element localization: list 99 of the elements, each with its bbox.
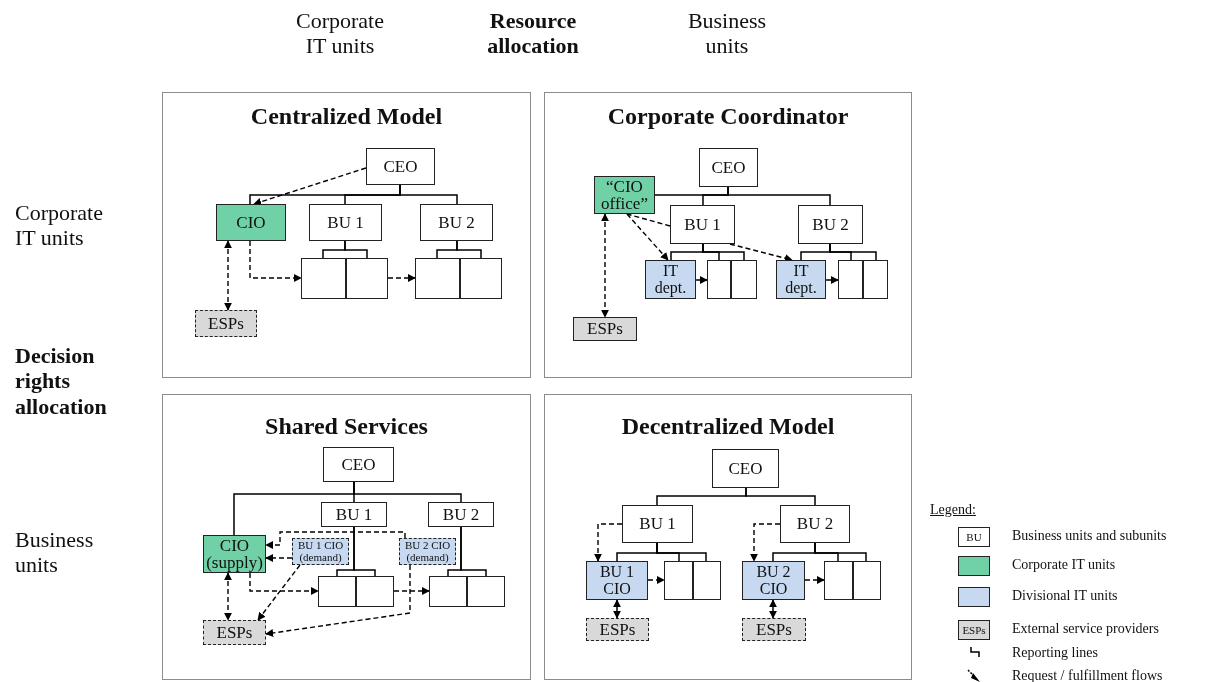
reporting-line — [399, 184, 458, 205]
business-unit-box: BU 2 — [428, 502, 494, 527]
axis-label: Corporate IT units — [15, 200, 104, 251]
axis-label: Business units — [15, 527, 95, 578]
subunit-box — [429, 576, 467, 607]
reporting-line — [814, 542, 867, 562]
divisional-it-box: BU 1 CIO — [586, 561, 648, 600]
flow-arrow — [393, 587, 430, 595]
business-unit-box: BU 1 — [309, 204, 382, 241]
legend-text: Corporate IT units — [1012, 557, 1116, 573]
subunit-box — [346, 258, 388, 299]
model-panel — [544, 394, 912, 680]
service-provider-box: ESPs — [573, 317, 637, 341]
service-provider-box: ESPs — [742, 618, 806, 641]
axis-label: Decision rights allocation — [15, 343, 108, 419]
flow-arrow — [249, 572, 319, 595]
business-unit-box: CEO — [366, 148, 435, 185]
flow-arrow — [804, 576, 825, 584]
flow-arrow — [613, 599, 621, 619]
business-unit-box: BU 2 — [420, 204, 493, 241]
subunit-box — [853, 561, 881, 600]
subunit-box — [460, 258, 502, 299]
legend-swatch: BU — [958, 527, 990, 547]
divisional-it-box: BU 1 CIO (demand) — [292, 538, 349, 565]
flow-arrow — [825, 276, 839, 284]
flow-arrow — [647, 576, 665, 584]
legend-swatch: ESPs — [958, 620, 990, 640]
subunit-box — [318, 576, 356, 607]
model-panel — [162, 92, 531, 378]
flow-arrow — [594, 523, 623, 562]
reporting-line — [456, 240, 482, 259]
axis-label: Business units — [686, 8, 768, 59]
divisional-it-box: IT dept. — [645, 260, 696, 299]
flow-arrow — [257, 564, 301, 621]
flow-arrow — [695, 276, 708, 284]
flow-arrow — [265, 554, 293, 562]
reporting-line — [353, 481, 462, 503]
business-unit-box: CEO — [323, 447, 394, 482]
reporting-line — [745, 487, 816, 506]
business-unit-box: BU 1 — [622, 505, 693, 543]
business-unit-box: BU 1 — [321, 502, 387, 527]
corporate-it-box: CIO — [216, 204, 286, 241]
subunit-box — [664, 561, 693, 600]
flow-arrow — [769, 599, 777, 619]
panel-title: Decentralized Model — [620, 413, 836, 440]
axis-label: Corporate IT units — [295, 8, 385, 59]
flow-arrow — [265, 564, 411, 637]
axis-label: Resource allocation — [486, 8, 580, 59]
flow-line — [626, 213, 671, 227]
subunit-box — [863, 260, 888, 299]
flow-arrow — [750, 523, 781, 562]
service-provider-box: ESPs — [203, 620, 266, 645]
flow-arrow — [387, 274, 416, 282]
model-panel — [544, 92, 912, 378]
subunit-box — [838, 260, 863, 299]
service-provider-box: ESPs — [586, 618, 649, 641]
business-unit-box: CEO — [699, 148, 758, 187]
legend-text: Reporting lines — [1012, 645, 1098, 661]
legend-text: Divisional IT units — [1012, 588, 1118, 604]
business-unit-box: CEO — [712, 449, 779, 488]
business-unit-box: BU 1 — [670, 205, 735, 244]
reporting-line — [344, 240, 368, 259]
reporting-line — [460, 526, 487, 577]
panel-title: Shared Services — [264, 413, 429, 440]
panel-title: Corporate Coordinator — [606, 103, 850, 130]
reporting-line — [727, 186, 831, 206]
legend-text: External service providers — [1012, 621, 1159, 637]
business-unit-box: BU 2 — [780, 505, 850, 543]
reporting-line — [353, 526, 376, 577]
flow-arrow — [265, 531, 406, 549]
model-panel — [162, 394, 531, 680]
subunit-box — [707, 260, 731, 299]
legend-text: Business units and subunits — [1012, 528, 1167, 544]
subunit-box — [693, 561, 721, 600]
flow-arrow — [729, 243, 793, 263]
reporting-line — [702, 243, 745, 261]
subunit-box — [415, 258, 460, 299]
divisional-it-box: BU 2 CIO — [742, 561, 805, 600]
flow-arrow — [253, 167, 367, 206]
corporate-it-box: CIO (supply) — [203, 535, 266, 573]
reporting-line — [829, 243, 877, 261]
corporate-it-box: “CIO office” — [594, 176, 655, 214]
business-unit-box: BU 2 — [798, 205, 863, 244]
divisional-it-box: BU 2 CIO (demand) — [399, 538, 456, 565]
flow-arrow — [249, 240, 302, 282]
flow-arrow — [601, 213, 609, 318]
subunit-box — [824, 561, 853, 600]
service-provider-box: ESPs — [195, 310, 257, 337]
subunit-box — [356, 576, 394, 607]
subunit-box — [731, 260, 757, 299]
flow-arrow — [224, 572, 232, 621]
subunit-box — [301, 258, 346, 299]
panel-title: Centralized Model — [249, 103, 444, 130]
subunit-box — [467, 576, 505, 607]
divisional-it-box: IT dept. — [776, 260, 826, 299]
flow-arrow — [224, 240, 232, 311]
reporting-line — [656, 542, 707, 562]
flow-arrow — [626, 213, 669, 261]
legend-heading: Legend: — [930, 502, 977, 519]
